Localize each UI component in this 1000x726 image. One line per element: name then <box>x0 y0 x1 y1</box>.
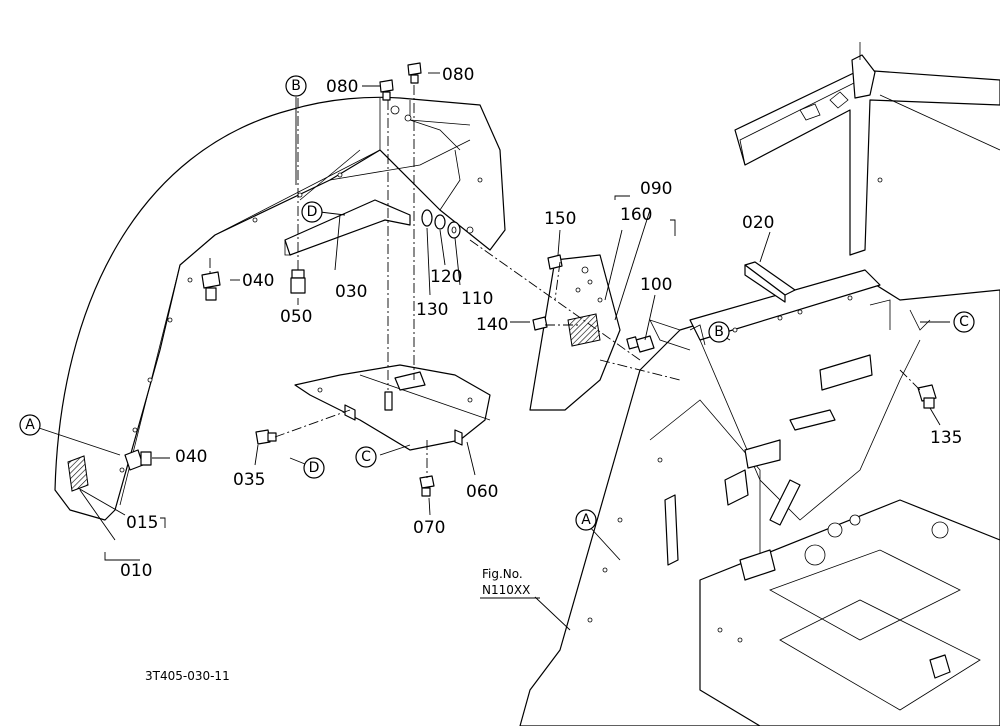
fig-ref-line1: Fig.No. <box>482 567 523 581</box>
frame-holes <box>587 177 883 643</box>
callout-020: 020 <box>742 213 774 233</box>
drawing-code: 3T405-030-11 <box>145 669 230 683</box>
callout-120: 120 <box>430 267 462 287</box>
leader-lines <box>38 72 950 631</box>
callout-090: 090 <box>640 179 672 199</box>
callout-080-left: 080 <box>326 77 358 97</box>
callout-130: 130 <box>416 300 448 320</box>
callout-010: 010 <box>120 561 152 581</box>
callout-135: 135 <box>930 428 962 448</box>
marker-c-frame: C <box>953 311 975 333</box>
bolt-070 <box>419 475 435 497</box>
callout-140: 140 <box>476 315 508 335</box>
washer-110 <box>447 221 461 239</box>
fasteners <box>124 62 937 497</box>
bolt-080-right <box>407 62 422 84</box>
svg-text:C: C <box>361 449 371 465</box>
nut-150 <box>547 254 563 270</box>
callout-070: 070 <box>413 518 445 538</box>
washer-130 <box>421 209 433 227</box>
bracket-030 <box>284 199 411 256</box>
bolt-050 <box>290 269 306 294</box>
bolt-040-lower <box>124 449 152 471</box>
callout-015: 015 <box>126 513 158 533</box>
marker-b-top: B <box>285 75 307 97</box>
reference-markers: B D A C D B C A <box>19 75 975 531</box>
marker-d-lower: D <box>303 457 325 479</box>
marker-b-frame: B <box>708 321 730 343</box>
svg-text:C: C <box>959 314 969 330</box>
callout-035: 035 <box>233 470 265 490</box>
marker-a-left: A <box>19 414 41 436</box>
svg-text:B: B <box>291 78 301 94</box>
callout-labels: 080 080 090 160 150 020 040 030 050 130 … <box>120 65 962 581</box>
callout-160: 160 <box>620 205 652 225</box>
callout-150: 150 <box>544 209 576 229</box>
svg-text:D: D <box>309 460 320 476</box>
washer-120 <box>434 214 446 230</box>
svg-text:B: B <box>714 324 724 340</box>
bolt-040-upper <box>201 271 221 301</box>
fig-ref-line2: N110XX <box>482 583 530 597</box>
assembly-lines <box>209 85 921 478</box>
bolt-035 <box>255 429 277 445</box>
marker-a-frame: A <box>575 509 597 531</box>
callout-040-lower: 040 <box>175 447 207 467</box>
svg-text:A: A <box>581 512 591 528</box>
callout-040-upper: 040 <box>242 271 274 291</box>
callout-030: 030 <box>335 282 367 302</box>
marker-d-upper: D <box>301 201 323 223</box>
callout-050: 050 <box>280 307 312 327</box>
callout-110: 110 <box>461 289 493 309</box>
mud-flap-090 <box>529 254 621 411</box>
svg-text:A: A <box>25 417 35 433</box>
callout-080-right: 080 <box>442 65 474 85</box>
bolt-135 <box>917 384 937 409</box>
floor-plate-060 <box>294 364 491 451</box>
figure-reference: Fig.No. N110XX <box>480 567 540 599</box>
marker-c-plate: C <box>355 446 377 468</box>
bolt-100 <box>626 335 655 353</box>
bolt-080-left <box>379 79 394 101</box>
svg-text:D: D <box>307 204 318 220</box>
tractor-frame <box>519 42 1000 726</box>
callout-060: 060 <box>466 482 498 502</box>
callout-100: 100 <box>640 275 672 295</box>
nut-140 <box>532 316 548 331</box>
